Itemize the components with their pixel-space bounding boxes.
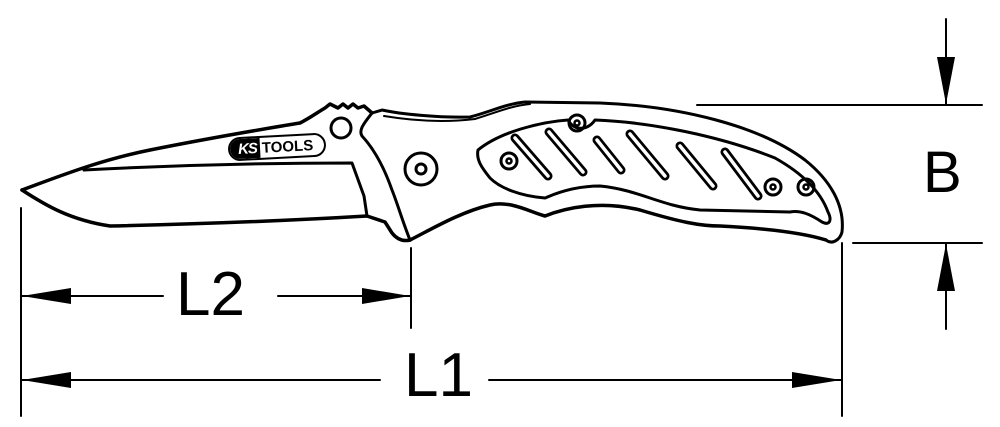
pivot-plate [370,100,844,244]
arrow-l1-left [22,372,71,388]
dimension-label-l2: L2 [176,260,245,329]
screw-4-inner [802,183,810,191]
arrow-l2-left [22,288,71,304]
handle-inlay [476,118,832,225]
bolster-outline [359,111,412,242]
logo-tools: TOOLS [261,136,314,157]
ks-tools-logo: KS TOOLS [227,132,327,162]
pivot-screw-outer [403,151,439,187]
dimension-label-l1: L1 [404,341,473,410]
logo-ks: KS [229,137,261,160]
handle-back-inner [383,103,531,122]
screw-2-inner [573,119,581,127]
thumb-stud [329,116,353,140]
handle-slots [510,127,763,201]
screw-1-inner [505,157,513,165]
screw-3-inner [769,183,777,191]
blade-outline [20,102,374,192]
arrow-b-down [937,57,955,104]
pivot-screw-inner [414,162,428,176]
screw-1-outer [499,151,519,171]
arrow-b-up [937,244,955,291]
handle-belly [408,202,828,242]
screw-4-outer [796,177,816,197]
blade-edge [20,188,412,243]
screw-2-outer [567,113,587,133]
blade-bevel [82,161,369,218]
dimension-label-b: B [923,140,962,205]
screw-3-outer [763,177,783,197]
arrow-l2-right [362,288,410,304]
arrow-l1-right [792,372,841,388]
